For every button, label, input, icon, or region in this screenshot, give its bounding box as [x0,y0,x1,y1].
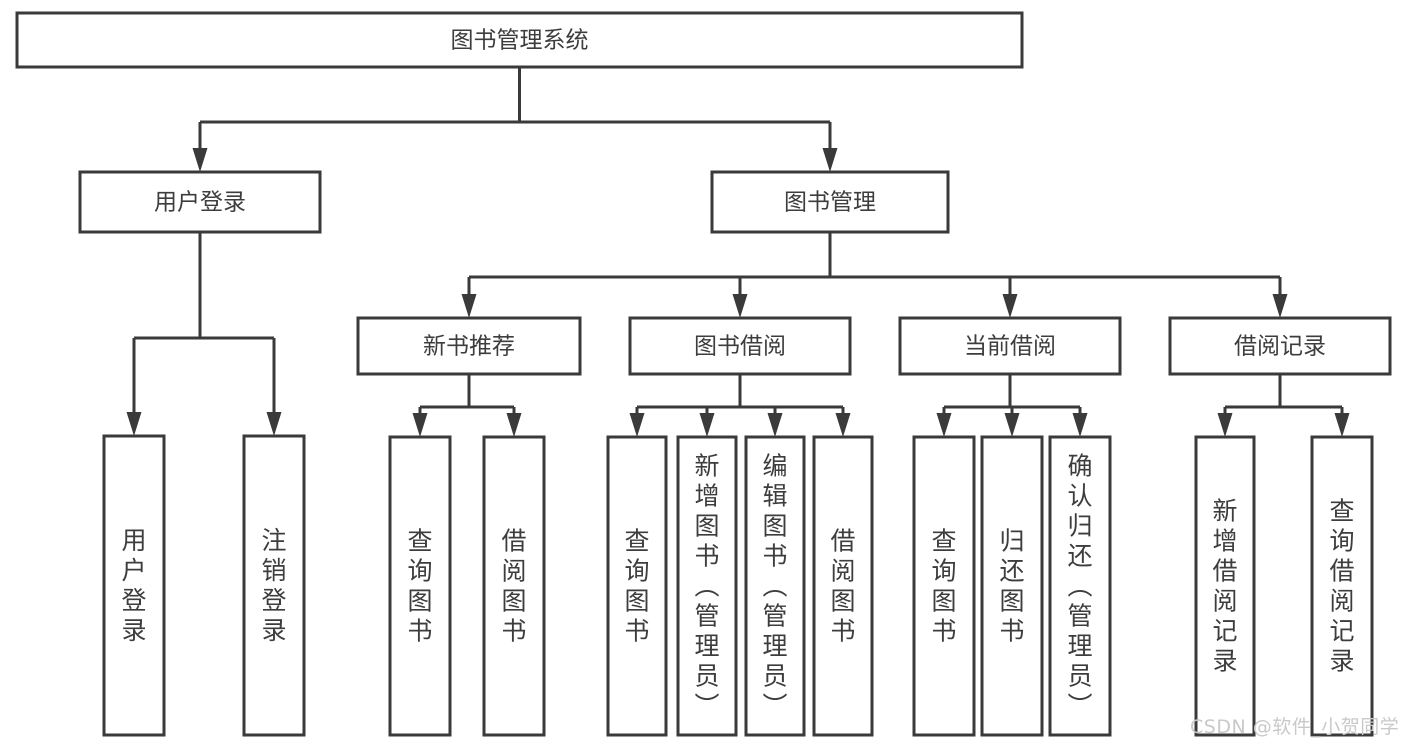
node-box[interactable] [676,435,738,737]
node-label: 注销登录 [261,526,286,645]
node-label: 查询图书 [931,526,956,645]
node-root[interactable]: 图书管理系统 [15,11,1024,69]
node-leaf-user-login[interactable]: 用户登录 [102,434,166,737]
node-leaf-borrow-book-2[interactable]: 借阅图书 [812,435,874,737]
node-box[interactable] [980,435,1044,737]
node-box[interactable] [356,316,582,376]
node-box[interactable] [1194,435,1256,737]
node-label: 查询借阅记录 [1329,496,1354,675]
node-box[interactable] [744,435,806,737]
node-label: 图书借阅 [694,334,786,360]
node-label: 查询图书 [624,526,649,645]
node-label: 新增图书︵管理员︶ [694,451,719,720]
connectors-layer [126,67,1350,437]
node-user-login[interactable]: 用户登录 [78,170,322,234]
node-label: 图书管理 [784,190,876,216]
node-label: 用户登录 [121,526,146,645]
node-book-management[interactable]: 图书管理 [710,170,950,234]
node-box[interactable] [898,316,1122,376]
node-box[interactable] [628,316,852,376]
node-box[interactable] [482,435,546,737]
node-leaf-add-borrow-record[interactable]: 新增借阅记录 [1194,435,1256,737]
csdn-watermark: CSDN @软件_小贺同学 [1190,716,1400,738]
node-book-borrow[interactable]: 图书借阅 [628,316,852,376]
node-label: 归还图书 [999,526,1024,645]
node-leaf-query-book-3[interactable]: 查询图书 [912,435,976,737]
node-box[interactable] [812,435,874,737]
node-label: 编辑图书︵管理员︶ [762,451,787,720]
node-box[interactable] [1048,435,1112,737]
node-label: 借阅记录 [1234,334,1326,360]
node-box[interactable] [912,435,976,737]
node-box[interactable] [1168,316,1392,376]
node-box[interactable] [1310,435,1374,737]
node-leaf-query-book-1[interactable]: 查询图书 [388,435,452,737]
node-leaf-return-book[interactable]: 归还图书 [980,435,1044,737]
node-leaf-logout-login[interactable]: 注销登录 [242,434,306,737]
node-box[interactable] [15,11,1024,69]
node-leaf-add-book-admin[interactable]: 新增图书︵管理员︶ [676,435,738,737]
node-label: 图书管理系统 [451,28,589,54]
node-label: 借阅图书 [501,526,526,645]
node-label: 用户登录 [154,190,246,216]
node-box[interactable] [242,434,306,737]
node-label: 新增借阅记录 [1212,496,1237,675]
node-box[interactable] [388,435,452,737]
node-box[interactable] [606,435,668,737]
node-new-book-recommend[interactable]: 新书推荐 [356,316,582,376]
node-box[interactable] [710,170,950,234]
node-leaf-confirm-return-admin[interactable]: 确认归还︵管理员︶ [1048,435,1112,737]
node-current-borrow[interactable]: 当前借阅 [898,316,1122,376]
node-box[interactable] [78,170,322,234]
node-label: 新书推荐 [423,334,515,360]
node-leaf-query-borrow-record[interactable]: 查询借阅记录 [1310,435,1374,737]
node-label: 查询图书 [407,526,432,645]
nodes-layer: 图书管理系统用户登录图书管理新书推荐图书借阅当前借阅借阅记录用户登录注销登录查询… [15,11,1392,737]
node-label: 当前借阅 [964,334,1056,360]
node-leaf-borrow-book-1[interactable]: 借阅图书 [482,435,546,737]
node-leaf-edit-book-admin[interactable]: 编辑图书︵管理员︶ [744,435,806,737]
node-borrow-record[interactable]: 借阅记录 [1168,316,1392,376]
node-label: 借阅图书 [830,526,855,645]
node-leaf-query-book-2[interactable]: 查询图书 [606,435,668,737]
node-box[interactable] [102,434,166,737]
node-label: 确认归还︵管理员︶ [1067,451,1092,720]
